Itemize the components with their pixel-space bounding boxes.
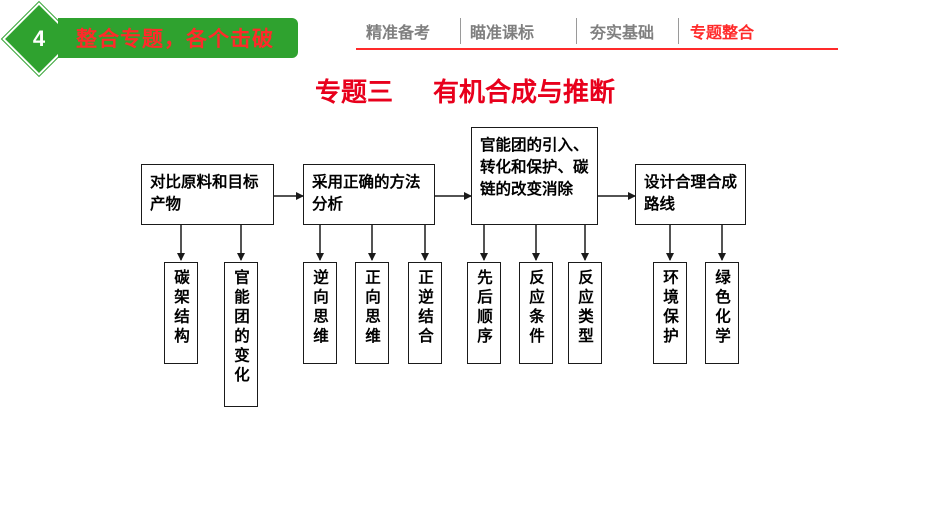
child-box: 碳架结构 — [164, 262, 198, 364]
child-box: 逆向思维 — [303, 262, 337, 364]
child-box: 绿色化学 — [705, 262, 739, 364]
header-title: 整合专题，各个击破 — [76, 27, 274, 51]
child-box: 先后顺序 — [467, 262, 501, 364]
child-box: 正向思维 — [355, 262, 389, 364]
nav-separator — [678, 18, 679, 44]
child-box: 环境保护 — [653, 262, 687, 364]
page-title-part1: 专题三 — [314, 78, 393, 108]
nav-underline — [356, 48, 838, 50]
nav-separator — [460, 18, 461, 44]
nav-tab-3[interactable]: 夯实基础 — [590, 23, 655, 42]
child-box: 反应条件 — [519, 262, 553, 364]
nav-tab-2[interactable]: 瞄准课标 — [470, 23, 535, 42]
step-box-1: 对比原料和目标产物 — [141, 164, 274, 225]
child-box: 官能团的变化 — [224, 262, 258, 407]
nav-separator — [576, 18, 577, 44]
badge-number: 4 — [32, 26, 46, 51]
child-box: 反应类型 — [568, 262, 602, 364]
nav-tab-4[interactable]: 专题整合 — [690, 23, 755, 42]
step-box-4: 设计合理合成路线 — [635, 164, 746, 225]
page-title: 专题三 有机合成与推断 — [0, 72, 930, 109]
nav-tab-1[interactable]: 精准备考 — [366, 23, 431, 42]
nav-tabs: 精准备考 瞄准课标 夯实基础 专题整合 — [356, 16, 838, 46]
page-title-part2: 有机合成与推断 — [433, 78, 616, 108]
step-box-3: 官能团的引入、转化和保护、碳链的改变消除 — [471, 127, 598, 225]
header-banner: 整合专题，各个击破 — [58, 18, 298, 58]
child-box: 正逆结合 — [408, 262, 442, 364]
step-box-2: 采用正确的方法分析 — [303, 164, 435, 225]
